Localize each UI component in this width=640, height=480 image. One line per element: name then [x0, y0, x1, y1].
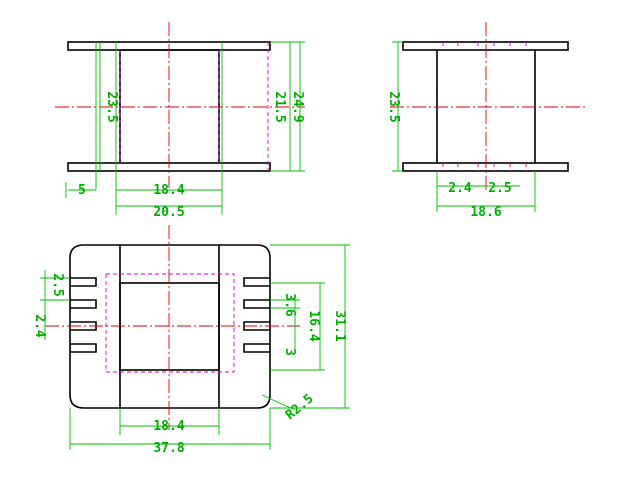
top-dim-lines	[40, 244, 350, 450]
top-right-slots	[243, 277, 270, 353]
side-dim-width: 18.6	[470, 205, 501, 220]
top-dim-radius: R2.5	[283, 391, 317, 423]
side-dim-height: 23.5	[386, 91, 401, 122]
front-dim-core-width: 18.4	[153, 183, 184, 198]
top-left-slots	[70, 277, 97, 353]
front-dim-flange-inner: 23.5	[104, 91, 119, 122]
top-dim-slot-a: 2.4	[32, 314, 47, 338]
front-dim-flange-outer-b: 24.9	[290, 91, 305, 122]
top-dim-inner-height: 16.4	[306, 310, 321, 341]
side-view: 23.5 2.4 2.5 18.6	[386, 22, 585, 220]
side-dim-lines	[392, 41, 536, 212]
side-top-flange	[402, 41, 569, 51]
front-hidden-lines	[99, 42, 269, 171]
side-pin-slots	[442, 42, 527, 171]
front-dim-total-width: 20.5	[153, 205, 184, 220]
front-dim-lines	[65, 41, 305, 215]
top-dim-slot-d: 3	[282, 348, 297, 356]
top-core-verticals	[119, 245, 220, 408]
front-dim-flange-offset: 5	[78, 183, 86, 198]
side-dim-pitch-a: 2.4	[448, 181, 472, 196]
top-dim-outer-height: 31.1	[332, 310, 347, 341]
side-dim-pitch-b: 2.5	[488, 181, 511, 196]
top-dim-slot-c: 3.6	[282, 293, 297, 317]
top-outer-body	[69, 244, 271, 409]
top-center-window	[119, 282, 220, 371]
top-dim-core-width: 18.4	[153, 419, 184, 434]
front-core-body	[119, 49, 220, 163]
front-dim-flange-outer-a: 21.5	[272, 91, 287, 122]
top-dim-total-width: 37.8	[153, 441, 184, 456]
side-bottom-flange	[402, 162, 569, 172]
top-hidden-winding	[105, 273, 235, 373]
top-dim-slot-b: 2.5	[50, 273, 65, 296]
top-view: 2.4 2.5 3.6 3 16.4 31.1 18.4 37.8 R2.5	[32, 225, 350, 456]
front-view: 23.5 21.5 24.9 5 18.4 20.5	[55, 22, 305, 220]
side-core-body	[436, 50, 536, 163]
